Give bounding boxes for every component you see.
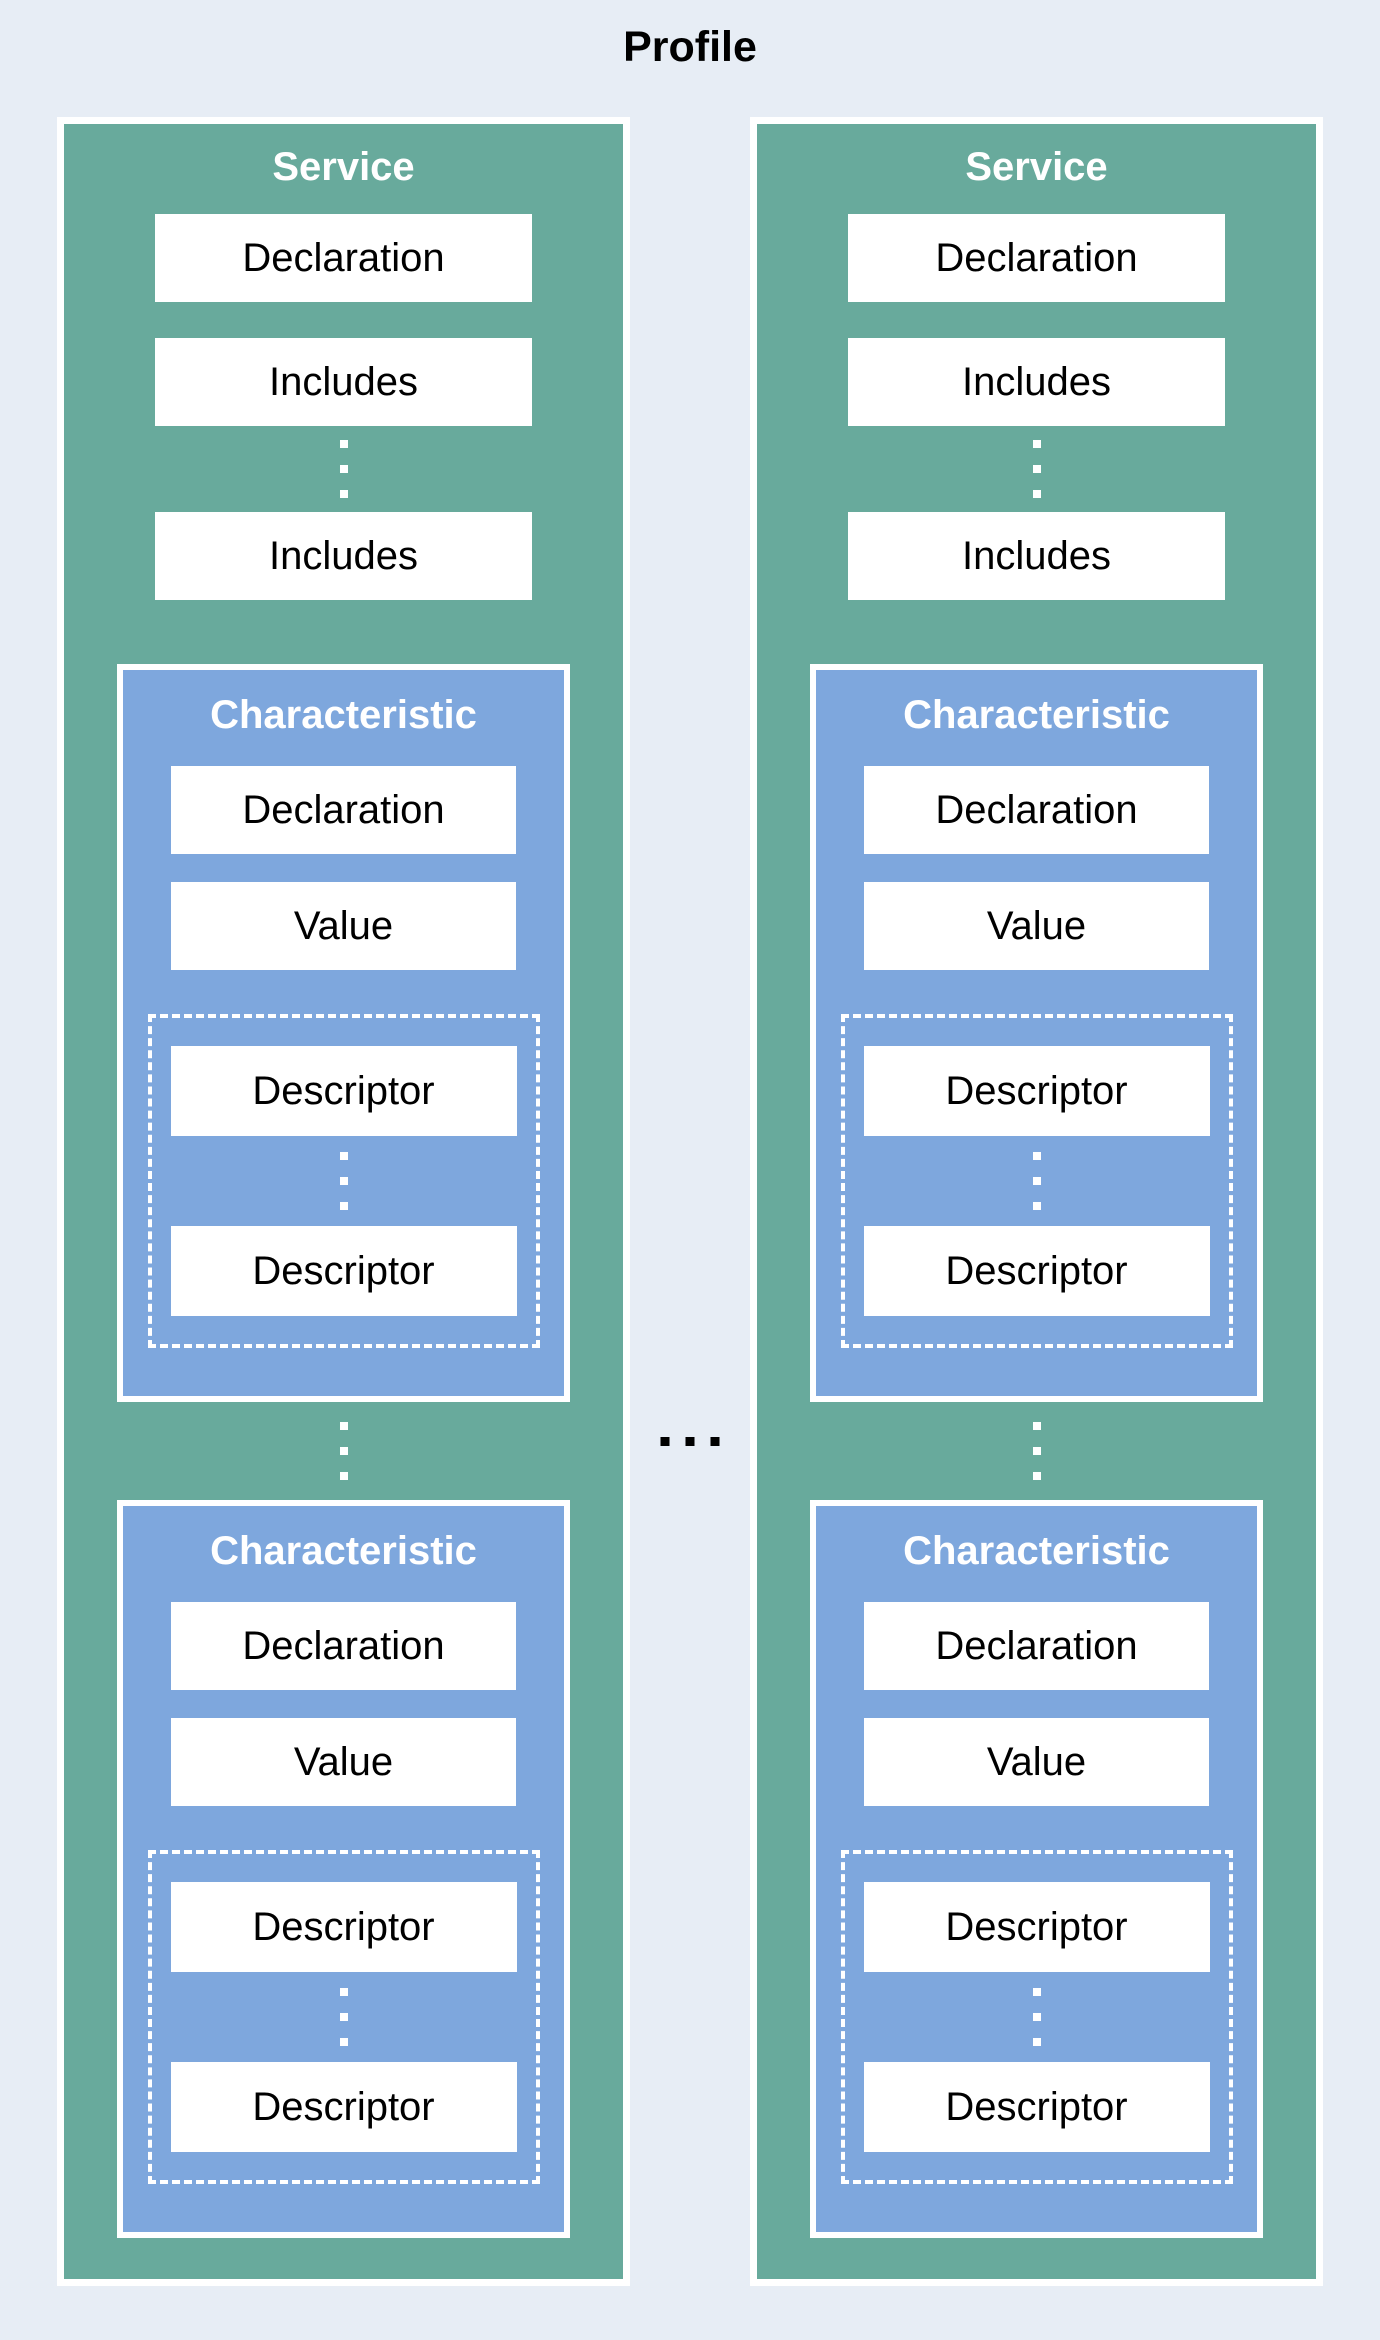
descriptor-box: Descriptor	[170, 2062, 517, 2152]
characteristic-block: Characteristic Declaration Value Descrip…	[810, 1500, 1263, 2238]
descriptor-box: Descriptor	[170, 1226, 517, 1316]
vertical-ellipsis-icon	[339, 1152, 348, 1210]
characteristic-declaration-box: Declaration	[864, 766, 1209, 854]
descriptor-group: Descriptor Descriptor	[840, 1014, 1233, 1348]
characteristic-title: Characteristic	[903, 1529, 1170, 1573]
service-title: Service	[272, 145, 415, 189]
horizontal-ellipsis-icon	[660, 1437, 720, 1446]
characteristic-value-box: Value	[171, 882, 516, 970]
characteristic-value-box: Value	[864, 882, 1209, 970]
descriptor-box: Descriptor	[863, 1882, 1210, 1972]
includes-box: Includes	[155, 512, 532, 600]
profile-diagram: Service Declaration Includes Includes Ch…	[0, 117, 1380, 2286]
service-block: Service Declaration Includes Includes Ch…	[57, 117, 630, 2286]
characteristic-declaration-box: Declaration	[864, 1602, 1209, 1690]
descriptor-group: Descriptor Descriptor	[147, 1014, 540, 1348]
vertical-ellipsis-icon	[339, 1988, 348, 2046]
characteristic-value-box: Value	[864, 1718, 1209, 1806]
descriptor-box: Descriptor	[863, 1226, 1210, 1316]
vertical-ellipsis-icon	[1032, 1422, 1041, 1480]
includes-box: Includes	[155, 338, 532, 426]
characteristic-block: Characteristic Declaration Value Descrip…	[810, 664, 1263, 1402]
characteristic-title: Characteristic	[210, 1529, 477, 1573]
service-block: Service Declaration Includes Includes Ch…	[750, 117, 1323, 2286]
characteristic-title: Characteristic	[903, 693, 1170, 737]
characteristic-title: Characteristic	[210, 693, 477, 737]
service-declaration-box: Declaration	[155, 214, 532, 302]
descriptor-box: Descriptor	[863, 1046, 1210, 1136]
characteristic-block: Characteristic Declaration Value Descrip…	[117, 664, 570, 1402]
includes-box: Includes	[848, 338, 1225, 426]
vertical-ellipsis-icon	[339, 440, 348, 498]
descriptor-box: Descriptor	[170, 1046, 517, 1136]
vertical-ellipsis-icon	[339, 1422, 348, 1480]
vertical-ellipsis-icon	[1032, 440, 1041, 498]
descriptor-box: Descriptor	[170, 1882, 517, 1972]
vertical-ellipsis-icon	[1032, 1988, 1041, 2046]
descriptor-group: Descriptor Descriptor	[147, 1850, 540, 2184]
includes-box: Includes	[848, 512, 1225, 600]
characteristic-declaration-box: Declaration	[171, 766, 516, 854]
descriptor-box: Descriptor	[863, 2062, 1210, 2152]
page-title: Profile	[623, 23, 757, 71]
characteristic-value-box: Value	[171, 1718, 516, 1806]
descriptor-group: Descriptor Descriptor	[840, 1850, 1233, 2184]
service-declaration-box: Declaration	[848, 214, 1225, 302]
service-title: Service	[965, 145, 1108, 189]
characteristic-block: Characteristic Declaration Value Descrip…	[117, 1500, 570, 2238]
characteristic-declaration-box: Declaration	[171, 1602, 516, 1690]
vertical-ellipsis-icon	[1032, 1152, 1041, 1210]
